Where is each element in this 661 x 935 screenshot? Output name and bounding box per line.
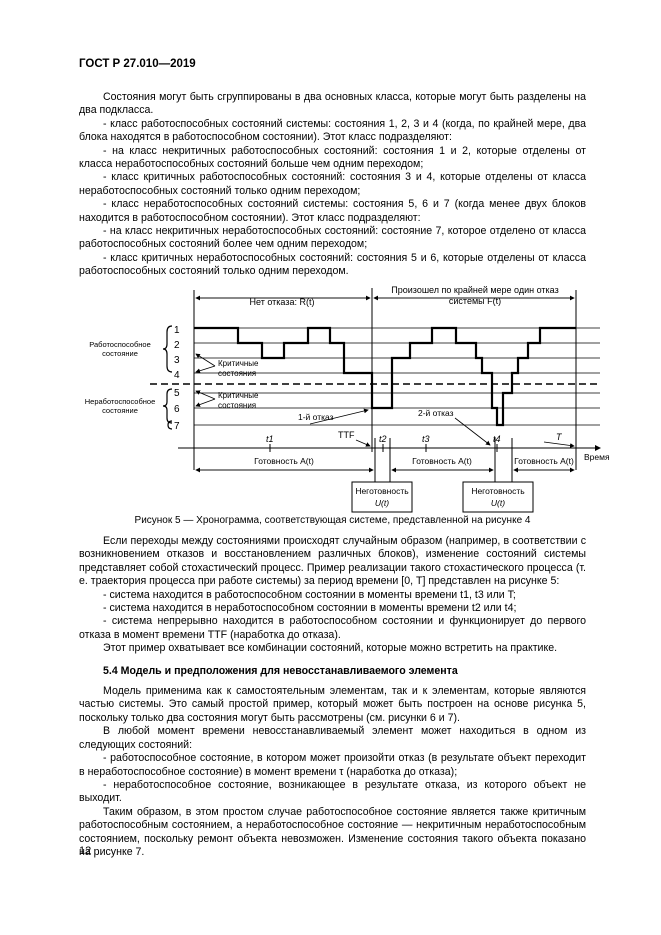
- unavailability-box-1: [351, 481, 413, 513]
- second-failure-label: 2-й отказ: [418, 408, 454, 418]
- state-trajectory: [194, 326, 576, 427]
- page-number: 12: [79, 845, 92, 857]
- unavailability-box-2: [462, 481, 534, 513]
- critical-label: Критичные: [218, 359, 259, 368]
- availability-label-3: Готовность A(t): [514, 456, 574, 466]
- paragraph: Таким образом, в этом простом случае раб…: [79, 805, 586, 858]
- inoperable-label-2: состояние: [102, 406, 138, 415]
- state-1-label: 1: [174, 325, 180, 336]
- unavailability-label-2b: U(t): [491, 498, 505, 508]
- ttf-label: TTF: [338, 430, 355, 440]
- failure-occurred-label-2: системы F(t): [449, 296, 501, 306]
- paragraph: Если переходы между состояниями происход…: [79, 535, 586, 588]
- availability-label-2: Готовность A(t): [412, 456, 472, 466]
- paragraph: - класс критичных работоспособных состоя…: [79, 171, 586, 197]
- operable-label-2: состояние: [102, 349, 138, 358]
- T-label: T: [556, 432, 563, 442]
- unavailability-label-2: Неготовность: [471, 486, 525, 496]
- inoperable-label: Неработоспособное: [85, 397, 156, 406]
- t3-label: t3: [422, 434, 430, 444]
- paragraph: - на класс некритичных работоспособных с…: [79, 144, 586, 171]
- failure-occurred-label: Произошел по крайней мере один отказ: [391, 285, 558, 295]
- intro-text: Состояния могут быть сгруппированы в два…: [79, 91, 586, 279]
- paragraph: - неработоспособное состояние, возникающ…: [79, 778, 586, 805]
- paragraph: В любой момент времени невосстанавливаем…: [79, 725, 586, 751]
- t4-label: t4: [493, 434, 501, 444]
- paragraph: - класс неработоспособных состояний сист…: [79, 198, 586, 224]
- critical-label-4: состояния: [218, 401, 256, 410]
- paragraph: Модель применима как к самостоятельным э…: [79, 685, 586, 724]
- critical-label-3: Критичные: [218, 391, 259, 400]
- section-title: 5.4 Модель и предположения для невосстан…: [103, 664, 458, 677]
- figure-caption: Рисунок 5 — Хронограмма, соответствующая…: [134, 515, 531, 526]
- paragraph: - работоспособное состояние, в котором м…: [79, 752, 586, 778]
- list-item: - система непрерывно находится в работос…: [79, 615, 586, 641]
- paragraph: Состояния могут быть сгруппированы в два…: [79, 91, 586, 117]
- paragraph: - класс работоспособных состояний систем…: [79, 117, 586, 144]
- state-2-label: 2: [174, 340, 180, 351]
- unavailability-label-1b: U(t): [375, 498, 389, 508]
- critical-label-2: состояния: [218, 369, 256, 378]
- time-axis-label: Время: [584, 452, 610, 462]
- unavailability-label-1: Неготовность: [355, 486, 409, 496]
- availability-label-1: Готовность A(t): [254, 456, 314, 466]
- list-item: - система находится в работоспособном со…: [103, 588, 516, 601]
- no-failure-label: Нет отказа: R(t): [250, 297, 315, 307]
- first-failure-label: 1-й отказ: [298, 412, 334, 422]
- state-7-label: 7: [174, 421, 180, 432]
- list-item: - система находится в неработоспособном …: [103, 602, 517, 615]
- state-5-label: 5: [174, 388, 180, 399]
- body-text: Если переходы между состояниями происход…: [79, 535, 586, 859]
- state-6-label: 6: [174, 404, 180, 415]
- t1-label: t1: [266, 434, 274, 444]
- document-header: ГОСТ Р 27.010—2019: [79, 58, 196, 70]
- paragraph: Этот пример охватывает все комбинации со…: [103, 642, 558, 655]
- paragraph: - на класс некритичных неработоспособных…: [79, 225, 586, 251]
- state-3-label: 3: [174, 355, 180, 366]
- chronogram-figure: Нет отказа: R(t) Произошел по крайней ме…: [85, 285, 610, 513]
- t2-label: t2: [379, 434, 387, 444]
- operable-label: Работоспособное: [89, 340, 151, 349]
- state-4-label: 4: [174, 370, 180, 381]
- paragraph: - класс критичных неработоспособных сост…: [79, 251, 586, 278]
